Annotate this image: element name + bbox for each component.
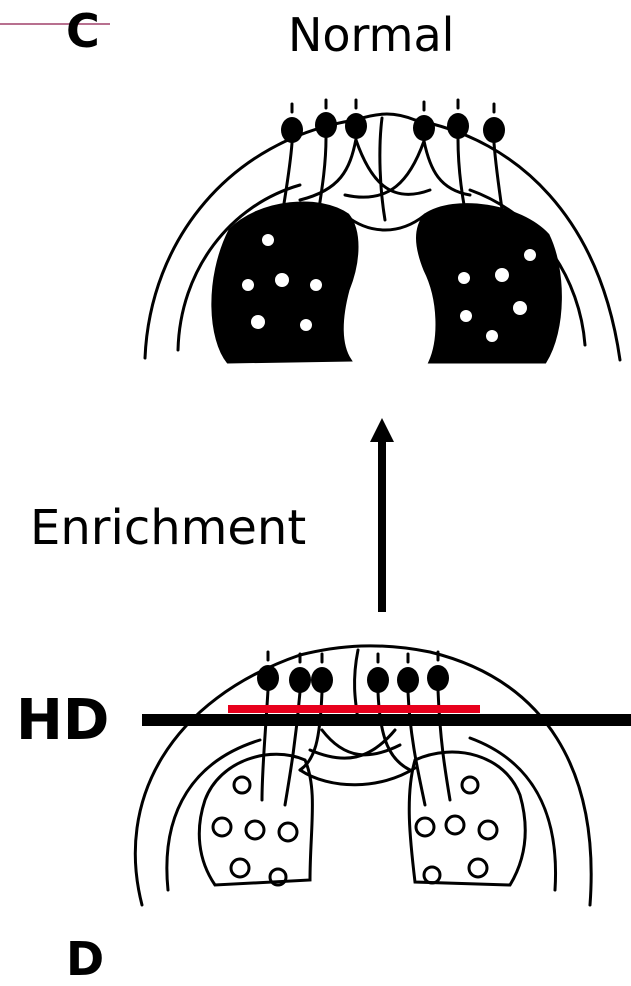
normal-title: Normal <box>288 8 454 62</box>
normal-midline <box>380 118 385 220</box>
enrichment-label: Enrichment <box>30 500 306 556</box>
panel-letter-c: C <box>66 4 100 58</box>
normal-brain-section <box>145 100 620 362</box>
panel-letter-d: D <box>66 932 104 986</box>
hd-cortical-neurons <box>257 665 449 693</box>
hd-brain-section <box>135 646 591 905</box>
hd-label: HD <box>16 688 109 753</box>
hd-striatum-circles <box>213 777 497 885</box>
enrichment-arrow <box>370 418 394 612</box>
